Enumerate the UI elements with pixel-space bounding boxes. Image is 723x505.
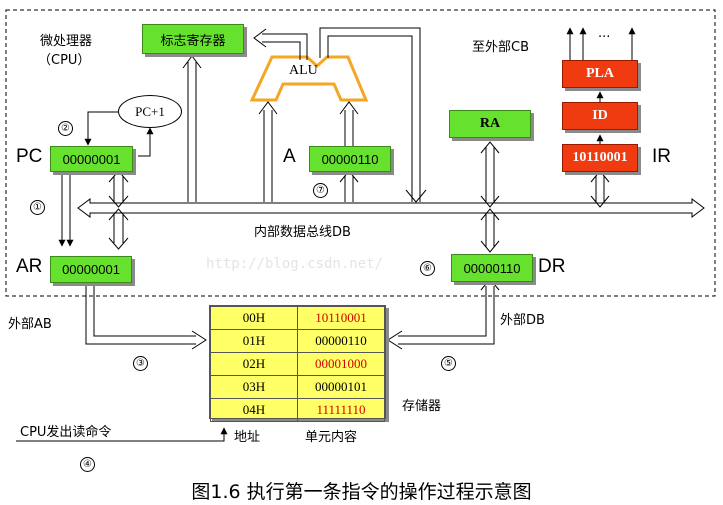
figure-caption: 图1.6 执行第一条指令的操作过程示意图 bbox=[191, 481, 532, 503]
memory-address: 02H bbox=[210, 352, 298, 376]
memory-address: 04H bbox=[210, 398, 298, 422]
ar-to-memory bbox=[85, 286, 207, 350]
ir-register: 10110001 bbox=[562, 144, 638, 172]
pc-inc-label: PC+1 bbox=[135, 103, 165, 119]
memory-address: 00H bbox=[210, 306, 298, 330]
memory-value: 00001000 bbox=[297, 352, 385, 376]
step-4-badge: ④ bbox=[80, 457, 95, 472]
a-to-alu bbox=[339, 101, 359, 146]
memory-address: 03H bbox=[210, 375, 298, 399]
ar-register: 00000001 bbox=[50, 256, 132, 283]
dr-bus-link bbox=[480, 208, 500, 253]
ir-bus-link bbox=[590, 170, 610, 208]
ra-register: RA bbox=[449, 110, 531, 138]
dr-register: 00000110 bbox=[451, 254, 533, 282]
external-db-label: 外部DB bbox=[500, 313, 545, 328]
step-6-badge: ⑥ bbox=[420, 261, 435, 276]
memory-value: 11111110 bbox=[297, 398, 385, 422]
pc-to-inc bbox=[138, 127, 154, 157]
watermark: http://blog.csdn.net/ bbox=[206, 256, 384, 272]
ar-bus-link bbox=[108, 208, 129, 250]
step-7-badge: ⑦ bbox=[313, 183, 328, 198]
pc-bus-link bbox=[108, 170, 129, 208]
address-label: 地址 bbox=[234, 430, 261, 445]
flags-bus-link bbox=[182, 55, 202, 202]
a-bus-link bbox=[339, 170, 359, 202]
pc-inc-loop bbox=[84, 111, 118, 146]
memory-value: 00000101 bbox=[297, 375, 385, 399]
flags-register: 标志寄存器 bbox=[142, 24, 244, 54]
memory-label: 存储器 bbox=[402, 399, 442, 414]
step-1-badge: ① bbox=[30, 200, 45, 215]
step-5-badge: ⑤ bbox=[441, 356, 456, 371]
alu-to-flags bbox=[253, 28, 308, 60]
internal-bus-label: 内部数据总线DB bbox=[254, 225, 351, 240]
external-ab-label: 外部AB bbox=[8, 317, 52, 332]
alu-output-loop bbox=[319, 27, 427, 203]
pla-block: PLA bbox=[562, 60, 638, 88]
ar-label: AR bbox=[16, 256, 43, 277]
pc-inc-bubble: PC+1 bbox=[118, 95, 182, 128]
a-register: 00000110 bbox=[309, 146, 391, 172]
step-3-badge: ③ bbox=[133, 356, 148, 371]
a-label: A bbox=[283, 146, 296, 167]
read-command-path bbox=[16, 427, 228, 442]
internal-data-bus bbox=[77, 198, 705, 218]
pc-label: PC bbox=[16, 146, 43, 167]
external-cb-label: 至外部CB bbox=[472, 40, 529, 55]
ir-label: IR bbox=[652, 146, 671, 167]
alu-label: ALU bbox=[289, 63, 318, 78]
control-dots: ··· bbox=[598, 30, 611, 45]
cpu-subtitle: （CPU） bbox=[38, 53, 91, 68]
memory-value: 10110001 bbox=[297, 306, 385, 330]
read-command-label: CPU发出读命令 bbox=[20, 425, 112, 440]
step-2-badge: ② bbox=[58, 121, 73, 136]
memory-value: 00000110 bbox=[297, 329, 385, 353]
cpu-title: 微处理器 bbox=[40, 34, 93, 49]
id-block: ID bbox=[562, 102, 638, 130]
cell-content-label: 单元内容 bbox=[305, 430, 358, 445]
bus-to-alu bbox=[258, 101, 278, 202]
ra-bus-link bbox=[480, 141, 500, 208]
dr-label: DR bbox=[538, 256, 566, 277]
alu-shape bbox=[249, 55, 369, 102]
memory-address: 01H bbox=[210, 329, 298, 353]
memory-to-dr bbox=[387, 278, 500, 350]
pc-to-ar-path bbox=[58, 172, 74, 247]
pc-register: 00000001 bbox=[50, 146, 133, 172]
